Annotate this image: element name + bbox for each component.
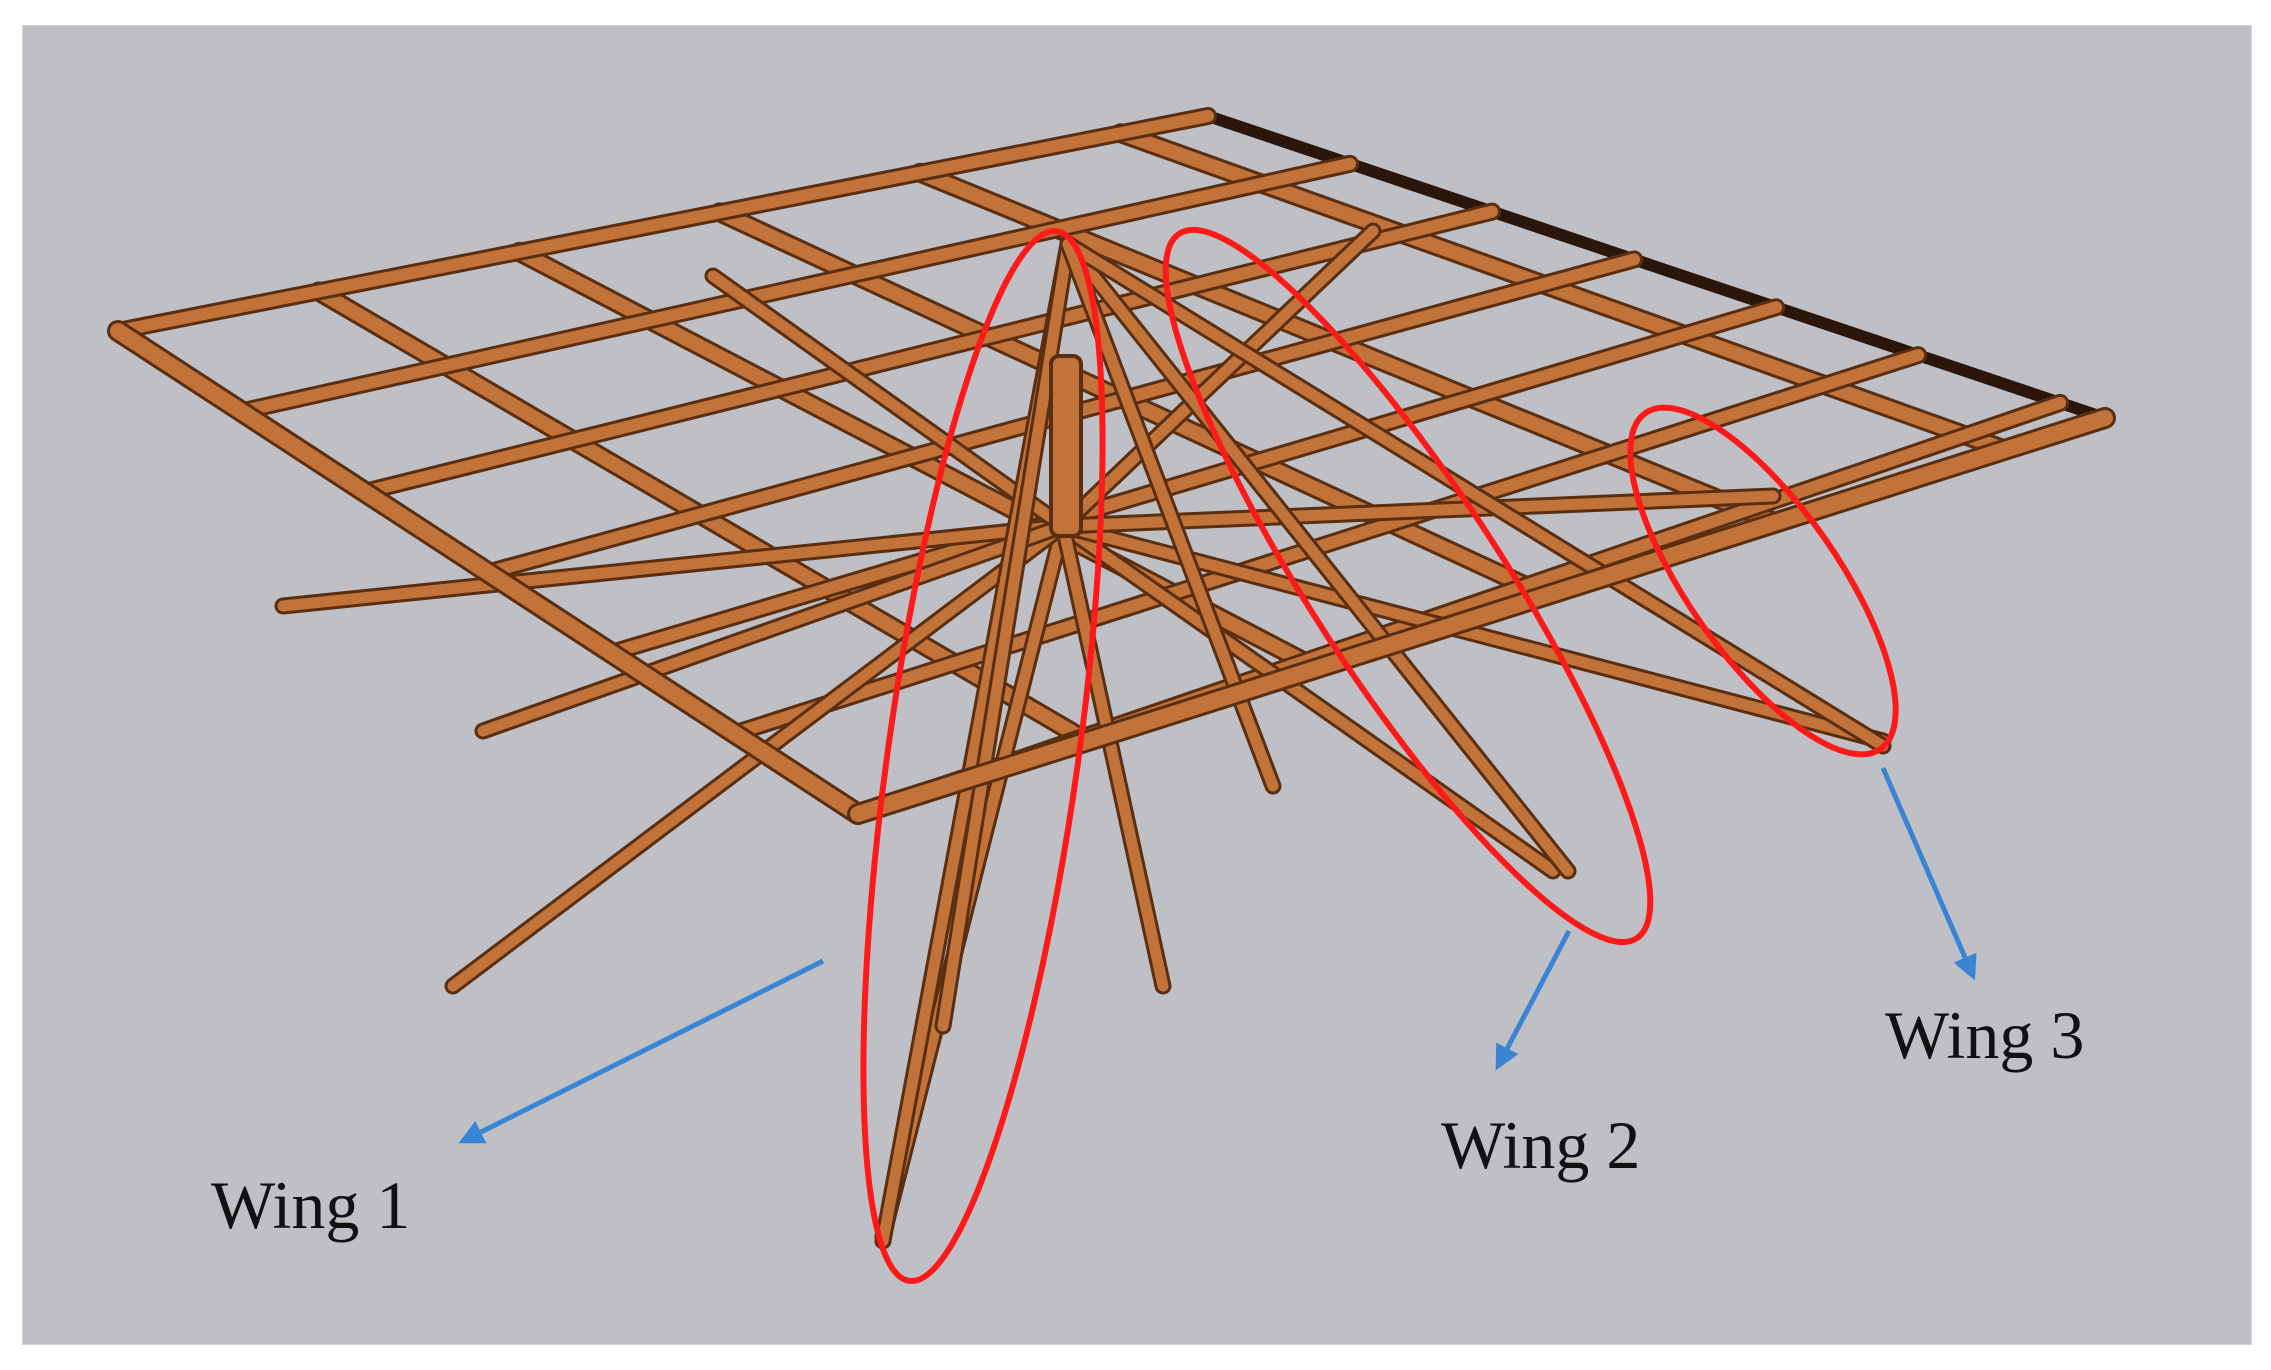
purlin-0 [112, 110, 1214, 337]
purlin-5 [728, 349, 1925, 740]
roof-frame [107, 107, 2116, 1250]
wing-1-label: Wing 1 [211, 1167, 411, 1243]
wing-2-arrow [1495, 929, 1572, 1071]
king-post [1049, 354, 1083, 538]
wing-rafter-1 [1062, 238, 1574, 877]
purlin-1 [235, 157, 1357, 418]
purlin-2 [358, 205, 1499, 498]
roof-frame-figure: Wing 1 Wing 2 Wing 3 [22, 25, 2252, 1345]
rafter-5 [1057, 225, 1379, 532]
eave-front-right [850, 410, 2113, 822]
rafter-2 [1057, 520, 1889, 747]
rafter-4 [277, 520, 1069, 612]
wing-3-arrow [1880, 767, 1977, 981]
rafter-8 [477, 520, 1069, 737]
wing-2-label: Wing 2 [1441, 1107, 1641, 1183]
wing-3-highlight [1627, 404, 1899, 758]
wing-arrows [458, 767, 1977, 1144]
wing-rafter-3 [937, 238, 1074, 1032]
rafter-9 [1057, 520, 1169, 992]
wing-2-highlight [1162, 226, 1654, 946]
wing-3-label: Wing 3 [1885, 997, 2085, 1073]
purlin-4 [605, 301, 1783, 659]
rafter-6 [707, 270, 1069, 532]
wing-1-arrow [458, 958, 825, 1144]
wing-rafter-2 [1062, 238, 1889, 752]
wing-highlights [860, 226, 1899, 1285]
wing-1-highlight [860, 227, 1106, 1285]
roof-frame-svg [107, 107, 2116, 1285]
eave-front-left [110, 323, 866, 822]
rafter-1 [1057, 520, 1559, 877]
